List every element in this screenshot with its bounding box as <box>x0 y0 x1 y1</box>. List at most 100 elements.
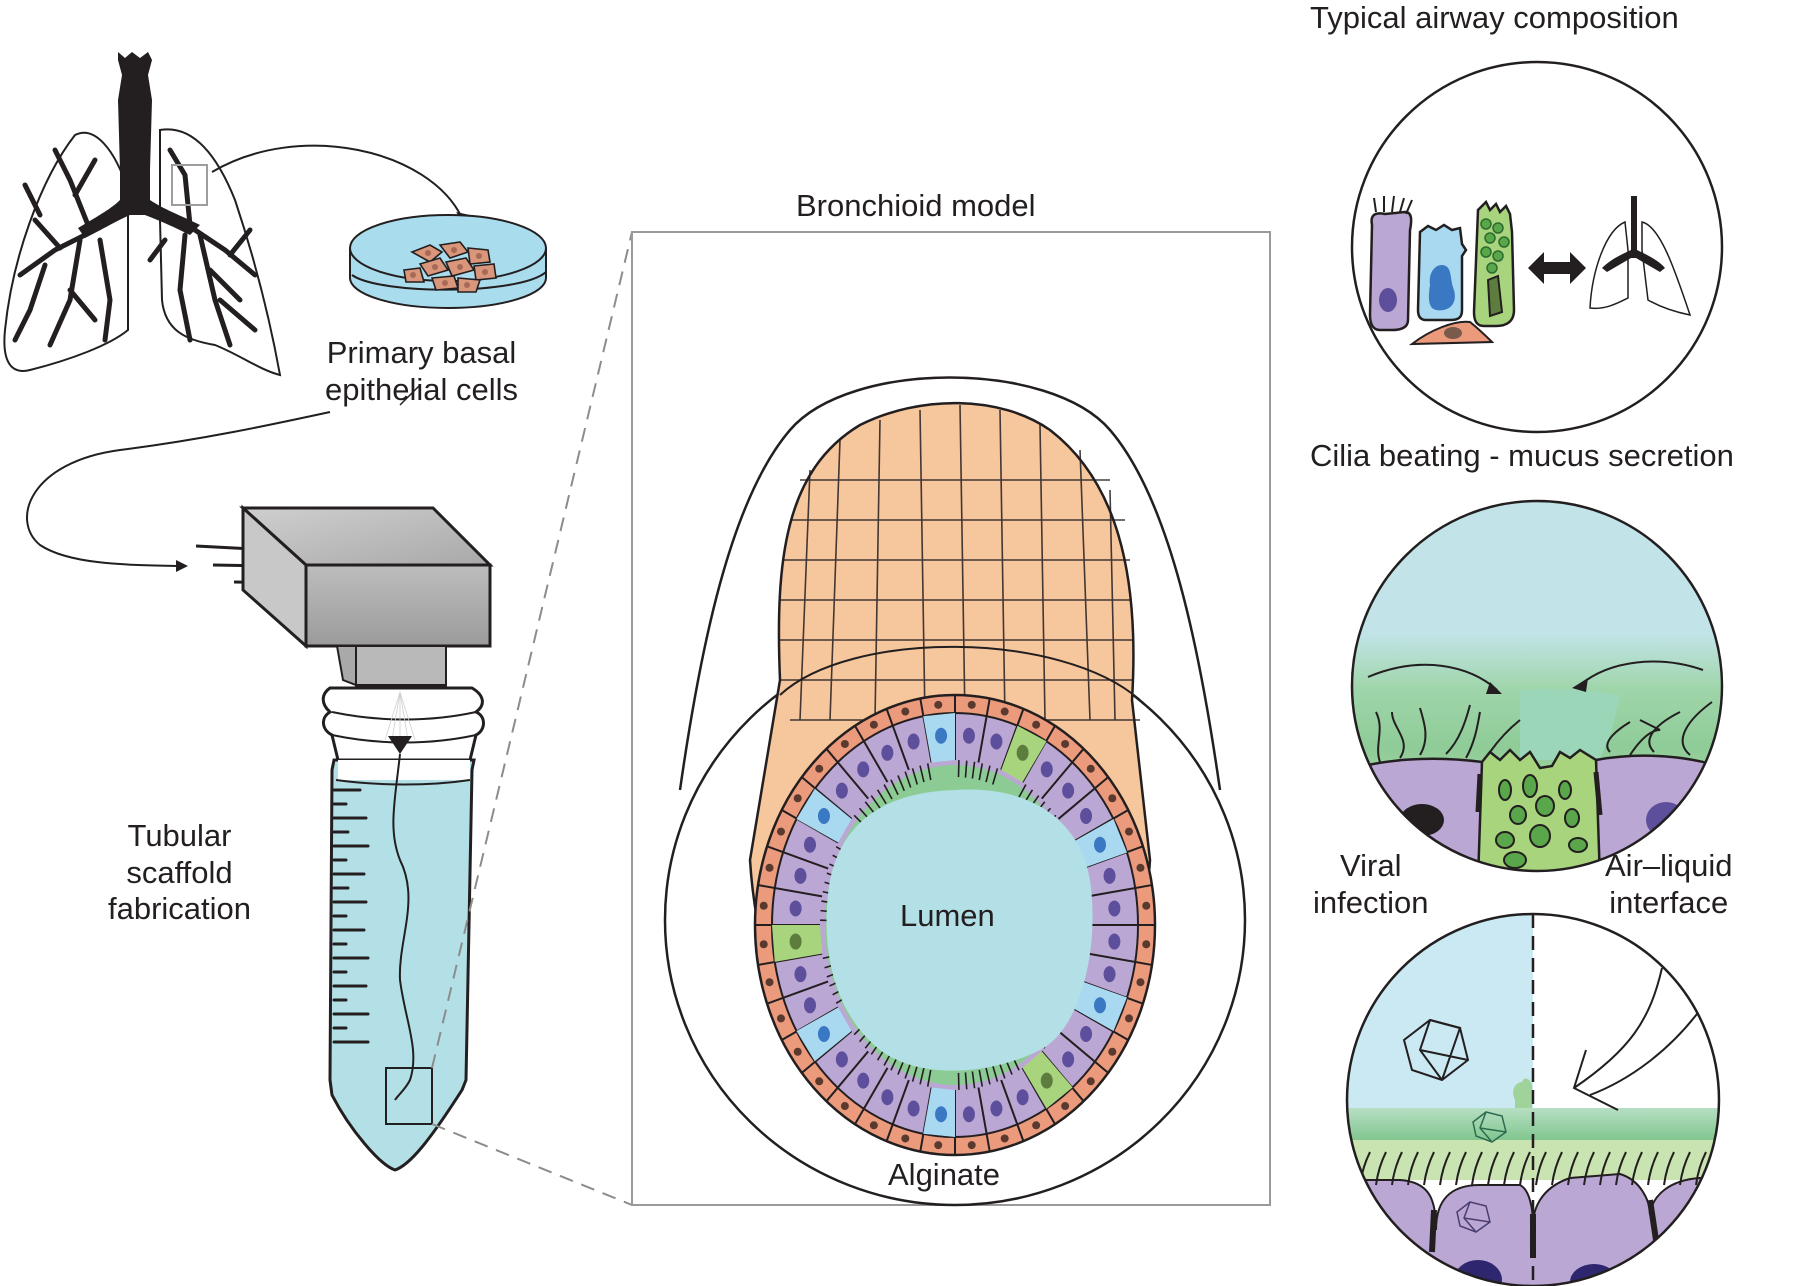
cell-nucleus <box>1080 1025 1093 1042</box>
cell-border <box>757 952 823 966</box>
cell-border <box>1021 1067 1056 1125</box>
basal-nucleus <box>1061 739 1070 748</box>
cell-nucleus <box>789 933 802 950</box>
cilium <box>1567 1151 1579 1186</box>
cilium <box>985 765 991 783</box>
basal-nucleus <box>759 901 768 910</box>
basal-nucleus <box>1032 720 1041 729</box>
cilium <box>1407 1151 1419 1186</box>
inset-3-right-title: Air–liquid interface <box>1605 848 1733 921</box>
cell-border <box>885 708 910 771</box>
double-arrow-icon <box>1528 252 1586 284</box>
cell-nucleus <box>817 808 830 825</box>
basal-nucleus <box>1061 1102 1070 1111</box>
cilium <box>1375 1151 1387 1186</box>
cilium <box>1599 1151 1611 1186</box>
cilium <box>926 763 932 781</box>
cell-border <box>1087 952 1153 966</box>
cilium <box>1535 1151 1547 1186</box>
cell-nucleus <box>962 1106 975 1123</box>
cell-nucleus <box>1094 997 1107 1014</box>
cilium <box>1487 1151 1499 1186</box>
source-label-line-2: epithelial cells <box>325 371 518 407</box>
cell-nucleus <box>1016 744 1029 761</box>
basal-nucleus <box>793 794 802 803</box>
cell-nucleus <box>1040 761 1053 778</box>
basal-nucleus <box>765 978 774 987</box>
basal-nucleus <box>815 1077 824 1086</box>
cell-nucleus <box>803 997 816 1014</box>
cell-border <box>825 1050 869 1102</box>
cilium <box>1391 1151 1403 1186</box>
basal-nucleus <box>1000 707 1009 716</box>
bronchioid-title: Bronchioid model <box>796 188 1036 223</box>
cell-border <box>1071 1006 1129 1041</box>
inset-2-title: Cilia beating - mucus secretion <box>1310 438 1734 473</box>
inset-viral-ali <box>1345 912 1721 1286</box>
basal-nucleus <box>765 863 774 872</box>
cilium <box>890 779 899 796</box>
alginate-label: Alginate <box>888 1157 1001 1192</box>
cell-nucleus <box>794 966 807 983</box>
cilium <box>1631 1151 1643 1186</box>
basal-nucleus <box>869 720 878 729</box>
cell-nucleus <box>835 782 848 799</box>
basal-nucleus <box>1125 827 1134 836</box>
cell-nucleus <box>803 836 816 853</box>
air-flow-arrow <box>1572 967 1701 1111</box>
cilium <box>1583 1151 1595 1186</box>
cell-nucleus <box>1080 808 1093 825</box>
cell-nucleus <box>794 867 807 884</box>
cell-nucleus <box>990 733 1003 750</box>
arrow-lungs-to-dish <box>211 144 463 219</box>
cell-nucleus <box>962 727 975 744</box>
cilium <box>1423 1151 1435 1186</box>
cell-nucleus <box>1103 867 1116 884</box>
cell-border <box>977 1087 991 1152</box>
basal-nucleus <box>840 1102 849 1111</box>
ali-label-line-2: interface <box>1609 884 1729 920</box>
basal-nucleus <box>934 700 943 709</box>
cilium <box>978 1069 984 1087</box>
fabrication-label-line-3: fabrication <box>108 891 252 927</box>
cell-nucleus <box>881 744 894 761</box>
cell-border <box>1057 776 1109 820</box>
cell-border <box>1000 708 1025 771</box>
source-label-line-1: Primary basal <box>326 335 517 370</box>
cilium <box>971 1071 976 1089</box>
cell-border <box>766 845 829 870</box>
cell-nucleus <box>935 727 948 744</box>
basal-nucleus <box>934 1141 943 1150</box>
virus-icon <box>1402 1018 1470 1082</box>
cilium <box>897 775 906 792</box>
basal-nucleus <box>759 940 768 949</box>
cilium <box>998 1062 1006 1079</box>
graduation-marks <box>332 788 370 1044</box>
cell-cluster <box>403 241 497 293</box>
inset-3-left-title: Viral infection <box>1313 848 1428 921</box>
lumen-label: Lumen <box>900 898 995 933</box>
cilium <box>1551 1151 1563 1186</box>
cell-border <box>825 748 869 800</box>
basal-nucleus <box>967 700 976 709</box>
cilium <box>926 1069 932 1087</box>
cell-border <box>766 980 829 1005</box>
zoom-connector-lines <box>431 231 633 1206</box>
cilium <box>1663 1151 1675 1186</box>
cell-nucleus <box>907 1100 920 1117</box>
scaffold-strand <box>392 753 415 1101</box>
inset-1-title: Typical airway composition <box>1310 0 1679 35</box>
cell-nucleus <box>935 1106 948 1123</box>
cell-nucleus <box>1094 836 1107 853</box>
cell-border <box>885 1079 910 1142</box>
virus-icon <box>1456 1201 1491 1233</box>
basal-nucleus <box>1032 1121 1041 1130</box>
basal-nucleus <box>1142 901 1151 910</box>
viral-label-line-1: Viral <box>1340 848 1402 883</box>
basal-nucleus <box>1108 794 1117 803</box>
cilium <box>1615 1151 1627 1186</box>
falcon-tube <box>321 686 485 1172</box>
cilium <box>911 1065 919 1082</box>
petri-dish <box>349 214 547 309</box>
cell-border <box>1057 1030 1109 1074</box>
